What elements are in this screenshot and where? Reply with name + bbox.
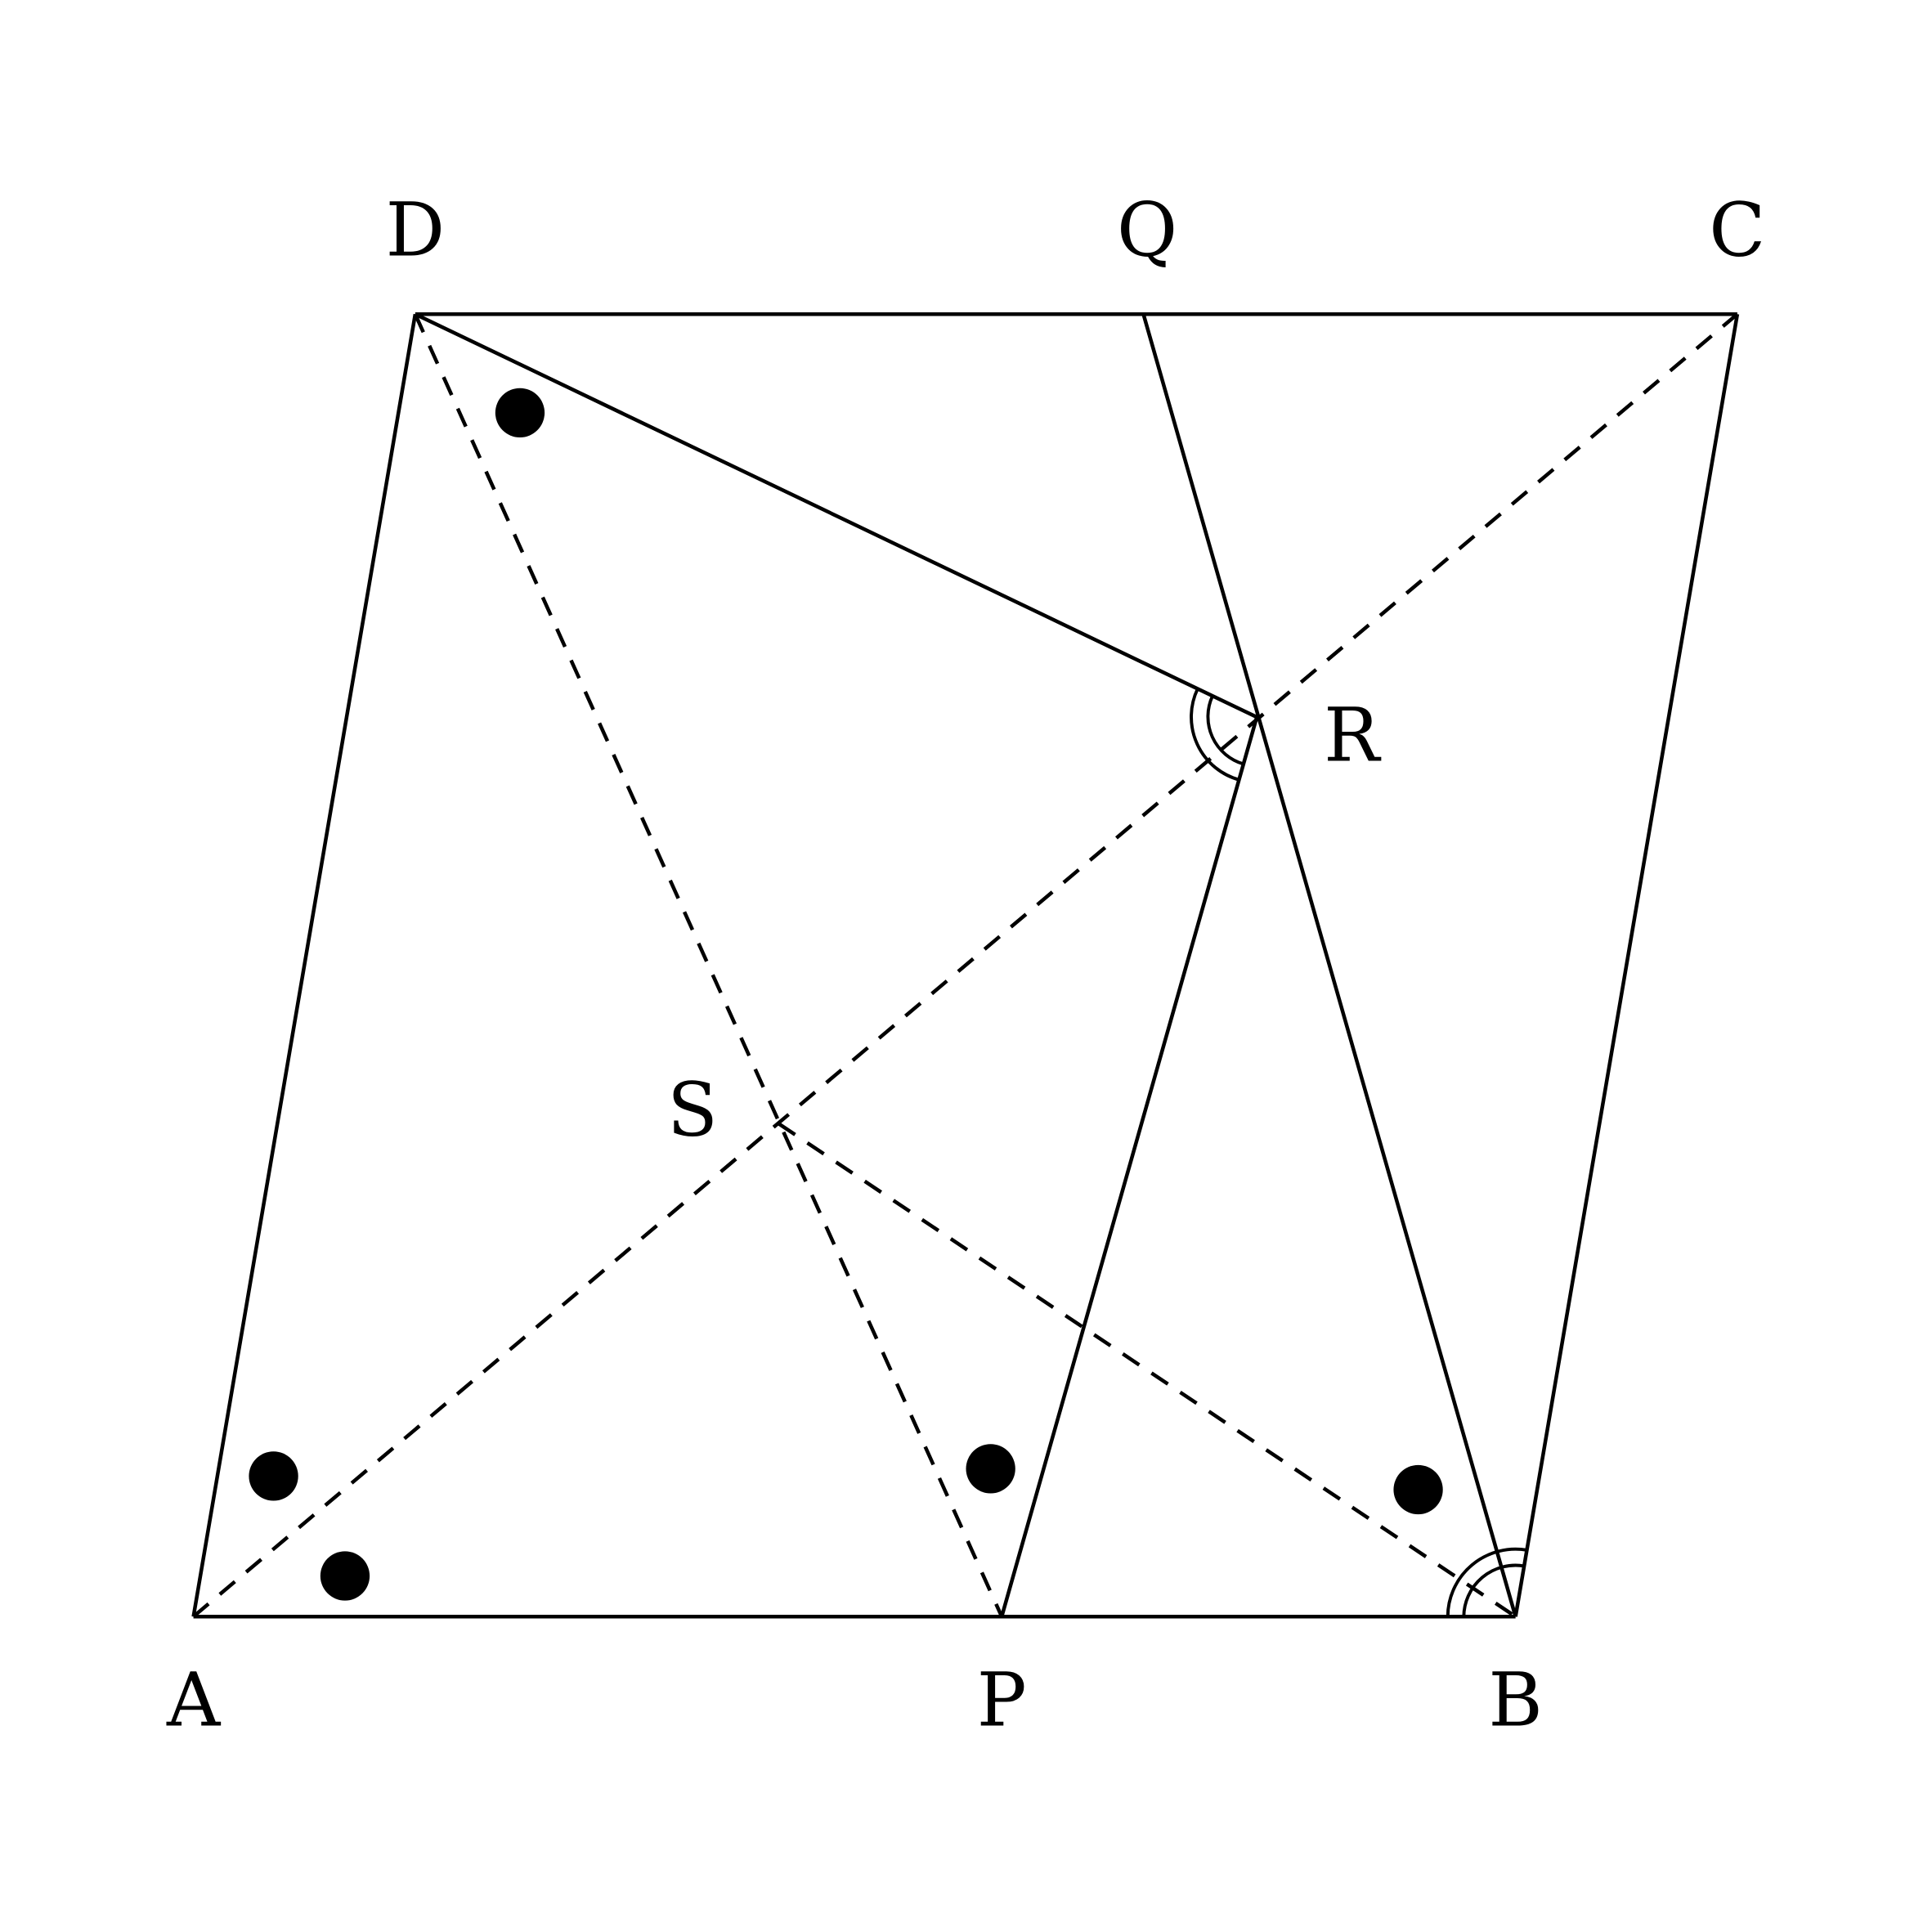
angle-dot-P (966, 1444, 1015, 1494)
angle-arc-R-outer (1190, 688, 1240, 782)
label-Q: Q (1117, 188, 1177, 274)
segment-QB (1141, 313, 1517, 1617)
angle-dots (249, 388, 1443, 1601)
dashed-DP (413, 313, 1004, 1618)
angle-dot-B (1393, 1464, 1443, 1515)
dashed-AC (192, 312, 1739, 1618)
segment-BC (1513, 313, 1740, 1617)
point-labels: D Q C R S A P B (166, 188, 1766, 1744)
label-P: P (977, 1658, 1027, 1744)
label-D: D (386, 188, 445, 274)
label-A: A (166, 1658, 222, 1744)
label-B: B (1488, 1658, 1542, 1744)
dashed-segments (192, 312, 1739, 1619)
segment-PR (1000, 716, 1259, 1617)
segment-DR (414, 312, 1258, 719)
angle-arc-B-outer (1446, 1547, 1527, 1617)
solid-segments (191, 312, 1740, 1619)
dashed-SB (778, 1122, 1517, 1619)
angle-marks (1190, 688, 1527, 1617)
label-C: C (1709, 188, 1765, 274)
angle-dot-D (495, 388, 545, 437)
angle-arc-B-inner (1462, 1563, 1525, 1617)
label-R: R (1324, 693, 1382, 779)
angle-dot-A-upper (249, 1451, 298, 1501)
label-S: S (667, 1068, 718, 1154)
angle-dot-A-lower (320, 1551, 370, 1601)
segment-DA (191, 313, 418, 1617)
angle-arc-R-inner (1206, 695, 1244, 766)
